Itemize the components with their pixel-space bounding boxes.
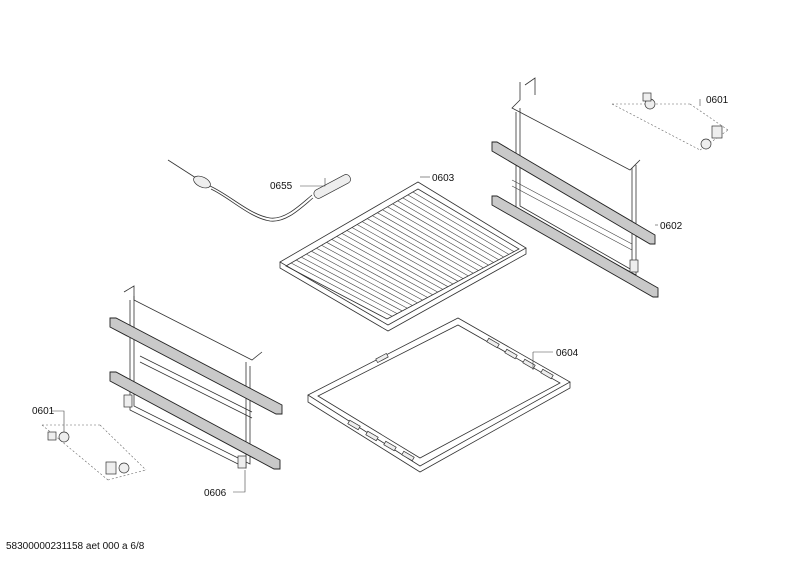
fixing-screws-part-right <box>611 92 729 151</box>
rack-wire <box>326 242 428 298</box>
rack-wire <box>290 262 393 317</box>
label-0601-left: 0601 <box>32 406 55 417</box>
rack-wire <box>377 212 479 271</box>
wire-rack-part <box>279 181 527 332</box>
label-0601-right: 0601 <box>706 95 729 106</box>
rack-wire <box>306 253 408 309</box>
rack-wire <box>346 230 449 287</box>
left-shelf-support-part <box>109 285 283 470</box>
rack-wire <box>387 206 489 266</box>
temperature-sensor-part <box>167 159 351 222</box>
rack-wire <box>356 224 459 282</box>
rack-wire <box>341 233 443 290</box>
rack-wire <box>316 247 418 304</box>
label-0606: 0606 <box>204 488 227 499</box>
label-0655: 0655 <box>270 181 293 192</box>
rack-wire <box>362 221 464 279</box>
rack-wire <box>336 236 438 293</box>
rack-wire <box>296 259 398 314</box>
right-shelf-support-part <box>491 77 659 298</box>
rack-wire <box>367 218 469 277</box>
rack-wire <box>351 227 454 285</box>
label-0602: 0602 <box>660 221 683 232</box>
baking-tray-part <box>307 317 571 473</box>
rack-wire <box>372 215 474 274</box>
leader-lines <box>52 99 701 493</box>
rack-wire <box>412 191 515 252</box>
rack-wire <box>331 239 433 296</box>
fixing-screws-part-left <box>41 424 147 481</box>
rack-wire <box>397 200 499 261</box>
rack-wire <box>301 256 403 312</box>
label-0604: 0604 <box>556 348 579 359</box>
rack-wire <box>311 250 413 306</box>
rack-wire <box>392 203 494 263</box>
label-0603: 0603 <box>432 173 455 184</box>
rack-wire <box>407 194 509 255</box>
document-footer: 58300000231158 aet 000 a 6/8 <box>6 541 145 552</box>
rack-wire <box>402 197 504 258</box>
rack-wire <box>321 245 423 301</box>
rack-wire <box>382 209 484 269</box>
